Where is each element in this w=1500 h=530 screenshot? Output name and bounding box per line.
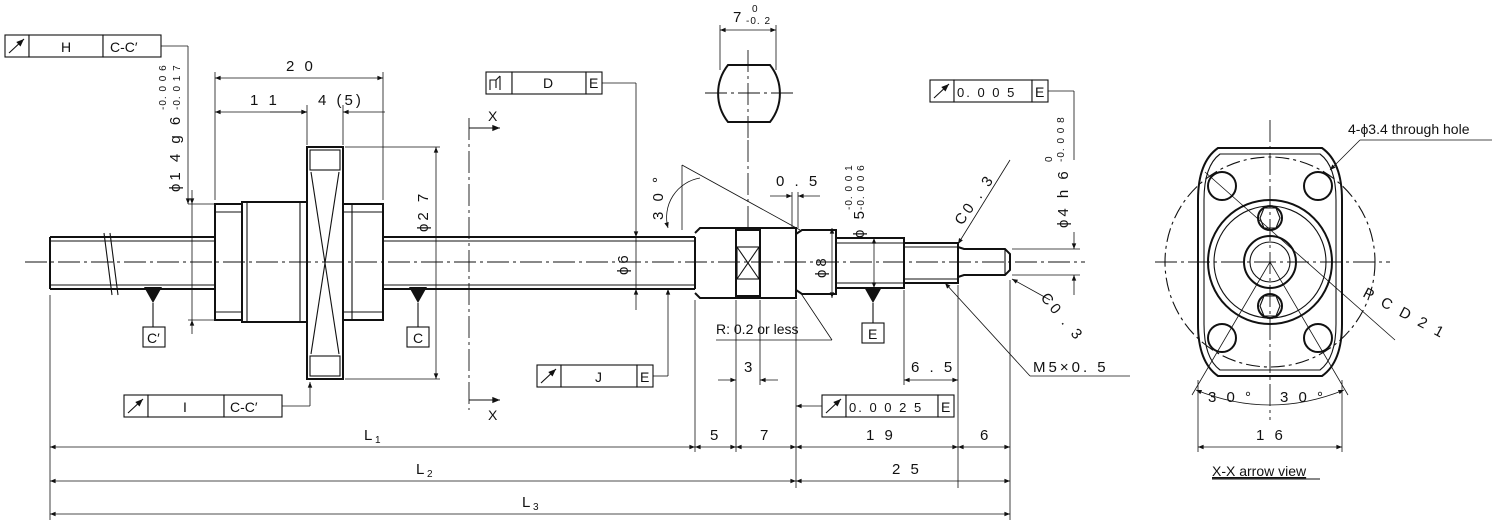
runout-arrow-icon: [127, 398, 144, 414]
dim-6-5: 6 . 5: [911, 359, 955, 376]
section-x-top: X: [488, 108, 498, 124]
end-view-caption: X-X arrow view: [1212, 463, 1307, 479]
dim-phi14-lower: -0. 0 1 7: [172, 64, 183, 110]
dimensions: 2 0 1 1 4 (5) ϕ1 4 g 6 -0. 0 0 6 -0. 0 1…: [49, 58, 1130, 520]
angle-right: 3 0 °: [1280, 389, 1326, 406]
dim-4-5: 4 (5): [318, 92, 364, 109]
end-view: 4-ϕ3.4 through hole P C D 2 1 3 0 ° 3 0 …: [1155, 120, 1492, 480]
dim-L3: L: [522, 494, 533, 511]
holes-note: 4-ϕ3.4 through hole: [1348, 121, 1470, 137]
tolerance-frame-j: J E: [536, 288, 671, 388]
dim-3: 3: [744, 359, 755, 376]
dim-phi4: ϕ4 h 6: [1055, 168, 1072, 228]
flange-outline: [1197, 147, 1343, 377]
dim-phi8: ϕ8: [813, 255, 830, 278]
tolerance-frame-h: H C-C′: [4, 34, 191, 204]
frame-0025-value: 0. 0 0 2 5: [849, 400, 923, 415]
dim-phi14-upper: -0. 0 0 6: [158, 64, 169, 110]
dim-L3-sub: 3: [533, 502, 540, 513]
radius-note: R: 0.2 or less: [716, 321, 798, 337]
dim-L1: L: [364, 427, 375, 444]
tolerance-frame-0025: 0. 0 0 2 5 E: [796, 394, 955, 418]
flat-detail-view: 7 0 -0. 2: [705, 4, 795, 228]
dim-chamfer-top: C0 . 3: [951, 171, 998, 228]
dim-0-5: 0 . 5: [776, 173, 820, 190]
ball-nut: [214, 146, 384, 380]
runout-arrow-icon: [540, 368, 557, 384]
thread-section: [903, 242, 959, 284]
thread-note: M5×0. 5: [1033, 359, 1109, 376]
break-line: [103, 232, 113, 296]
datum-triangle-c: [409, 287, 427, 303]
tolerance-frame-d: D E: [485, 71, 637, 215]
frame-i-datum: I: [183, 399, 187, 415]
screw-shaft: [49, 232, 695, 296]
dim-20: 2 0: [286, 58, 316, 75]
dim-chamfer-bottom: C0 . 3: [1037, 290, 1087, 345]
datum-triangle-c-prime: [144, 287, 162, 303]
dim-L1-sub: 1: [375, 435, 382, 446]
angle-left: 3 0 °: [1208, 389, 1254, 406]
dim-6: 6: [980, 427, 991, 444]
dim-11: 1 1: [250, 92, 280, 109]
frame-005-value: 0. 0 0 5: [957, 85, 1016, 100]
dim-16: 1 6: [1256, 427, 1286, 444]
runout-arrow-icon: [933, 83, 950, 99]
frame-j-ref: E: [640, 369, 649, 385]
dim-phi4-upper: 0: [1044, 155, 1055, 162]
shaft-view: C′ C E X X: [25, 108, 1085, 423]
datum-triangle-e: [864, 287, 882, 303]
dim-25: 2 5: [892, 461, 922, 478]
dim-phi4-lower: -0. 0 0 8: [1056, 116, 1067, 162]
dim-phi5-lower: -0. 0 0 6: [856, 164, 867, 210]
dim-5: 5: [710, 427, 721, 444]
datum-e-label: E: [868, 326, 877, 342]
dim-angle-30: 3 0 °: [650, 174, 667, 220]
frame-h-ref: C-C′: [110, 39, 138, 55]
mount-hole: [1303, 323, 1333, 353]
frame-d-datum: D: [543, 75, 553, 91]
nut-flange: [306, 146, 344, 380]
dim-flat-7-upper: 0: [752, 4, 759, 15]
frame-d-ref: E: [589, 75, 598, 91]
frame-j-datum: J: [595, 369, 602, 385]
tolerance-frame-005: 0. 0 0 5 E: [929, 79, 1075, 160]
runout-arrow-icon: [8, 38, 25, 54]
total-runout-icon: [489, 75, 501, 90]
mount-hole: [1207, 323, 1237, 353]
tolerance-frame-i: I C-C′: [123, 381, 313, 418]
dim-L2-sub: 2: [427, 469, 434, 480]
dim-phi5-upper: -0. 0 0 1: [844, 164, 855, 210]
frame-0025-ref: E: [941, 399, 950, 415]
pcd-label: P C D 2 1: [1360, 285, 1449, 343]
mount-hole: [1207, 171, 1237, 201]
datum-c-prime-label: C′: [147, 330, 160, 346]
frame-i-ref: C-C′: [230, 399, 258, 415]
frame-005-ref: E: [1035, 84, 1044, 100]
dim-phi14: ϕ1 4 g 6: [167, 114, 184, 192]
frame-h-datum: H: [61, 39, 71, 55]
dim-L2: L: [416, 461, 427, 478]
mount-hole: [1303, 171, 1333, 201]
dim-phi6: ϕ6: [615, 252, 632, 275]
dim-flat-7: 7: [733, 9, 744, 26]
dim-7: 7: [760, 427, 771, 444]
section-x-bottom: X: [488, 407, 498, 423]
dim-flat-7-lower: -0. 2: [746, 16, 771, 27]
dim-phi5: ϕ 5: [851, 208, 868, 238]
dim-phi27: ϕ2 7: [415, 191, 432, 232]
runout-arrow-icon: [825, 398, 842, 414]
datum-c-label: C: [413, 330, 423, 346]
dim-19: 1 9: [866, 427, 896, 444]
